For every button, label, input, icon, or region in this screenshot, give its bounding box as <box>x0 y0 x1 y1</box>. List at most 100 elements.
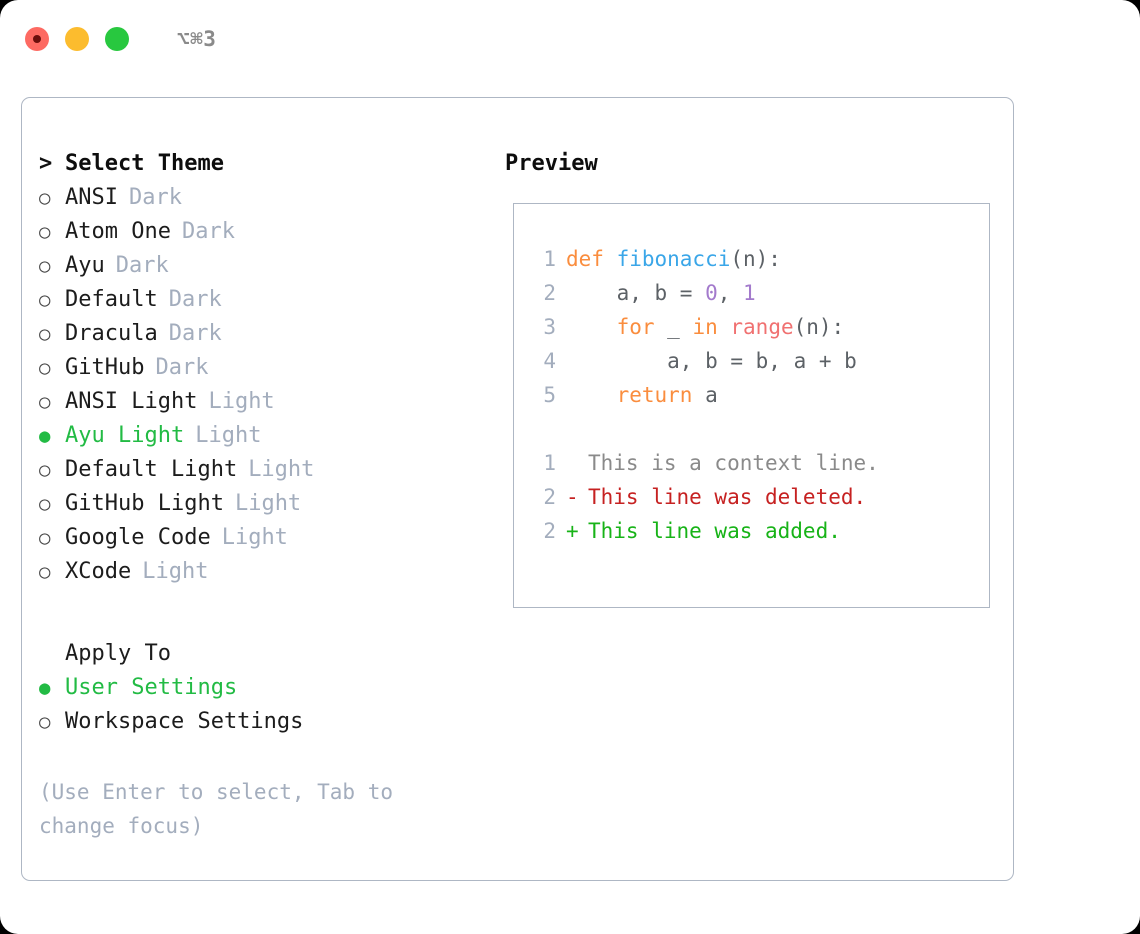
theme-variant-tag: Dark <box>181 219 235 244</box>
code-token: fibonacci <box>616 247 731 271</box>
theme-name-label: Google Code <box>65 525 211 550</box>
code-token: _ <box>667 315 693 339</box>
code-text: return a <box>556 378 718 412</box>
theme-variant-tag: Dark <box>115 253 169 278</box>
diff-text: +This line was added. <box>556 514 841 548</box>
diff-line-text: This line was added. <box>588 519 841 543</box>
preview-spacer <box>514 412 989 446</box>
code-token: a, b = <box>566 281 706 305</box>
theme-variant-tag: Light <box>234 491 302 516</box>
code-token: for <box>566 315 668 339</box>
apply-to-item[interactable]: ●User Settings <box>39 671 502 705</box>
diff-line: 2-This line was deleted. <box>514 480 989 514</box>
diff-sample: 1 This is a context line. 2-This line was … <box>514 446 989 548</box>
theme-list-item[interactable]: ○ Ayu Dark <box>39 249 502 283</box>
diff-line-text: This line was deleted. <box>588 485 867 509</box>
radio-unselected-icon[interactable]: ○ <box>39 493 51 515</box>
select-theme-title: Select Theme <box>65 151 224 176</box>
radio-unselected-icon[interactable]: ○ <box>39 527 51 549</box>
window-controls <box>25 27 129 51</box>
radio-unselected-icon[interactable]: ○ <box>39 289 51 311</box>
theme-variant-tag: Dark <box>128 185 182 210</box>
code-text: for _ in range(n): <box>556 310 845 344</box>
diff-line-text: This is a context line. <box>588 451 879 475</box>
radio-unselected-icon[interactable]: ○ <box>39 221 51 243</box>
title-bar: ⌥⌘3 <box>0 0 1140 78</box>
theme-name-label: GitHub <box>65 355 145 380</box>
close-window-button[interactable] <box>25 27 49 51</box>
theme-name-label: Ayu Light <box>65 423 185 448</box>
code-line: 2 a, b = 0, 1 <box>514 276 989 310</box>
code-token: (n): <box>730 247 781 271</box>
apply-to-item[interactable]: ○ Workspace Settings <box>39 705 502 739</box>
code-text: def fibonacci(n): <box>556 242 781 276</box>
radio-unselected-icon[interactable]: ○ <box>39 323 51 345</box>
line-number: 2 <box>543 281 556 305</box>
theme-name-label: Default Light <box>65 457 238 482</box>
theme-variant-tag: Dark <box>168 321 222 346</box>
theme-name-label: ANSI <box>65 185 118 210</box>
apply-to-header: ○ Apply To <box>39 637 502 671</box>
radio-selected-icon[interactable]: ● <box>39 677 51 699</box>
code-token: a, b = b, a + b <box>566 349 857 373</box>
diff-text: This is a context line. <box>556 446 879 480</box>
code-token: range <box>730 315 794 339</box>
code-token: 0 <box>705 281 718 305</box>
spacer-marker: ○ <box>39 637 65 671</box>
code-token: , <box>717 281 744 305</box>
theme-variant-tag: Light <box>221 525 288 550</box>
maximize-window-button[interactable] <box>105 27 129 51</box>
theme-variant-tag: Light <box>195 423 262 448</box>
theme-variant-tag: Light <box>248 457 315 482</box>
line-number: 2 <box>543 519 556 543</box>
minimize-window-button[interactable] <box>65 27 89 51</box>
diff-sign-marker: - <box>566 485 579 509</box>
radio-unselected-icon[interactable]: ○ <box>39 459 51 481</box>
theme-name-label: GitHub Light <box>65 491 224 516</box>
radio-selected-icon[interactable]: ● <box>39 425 51 447</box>
theme-variant-tag: Light <box>142 559 209 584</box>
theme-list-item[interactable]: ○ Default Light Light <box>39 453 502 487</box>
radio-unselected-icon[interactable]: ○ <box>39 391 51 413</box>
radio-unselected-icon[interactable]: ○ <box>39 357 51 379</box>
keyboard-hint-text: (Use Enter to select, Tab to change focu… <box>39 780 394 838</box>
code-token: (n): <box>793 315 845 339</box>
code-line: 5 return a <box>514 378 989 412</box>
theme-list-item[interactable]: ○ Google Code Light <box>39 521 502 555</box>
apply-to-list: ●User Settings ○ Workspace Settings <box>39 671 502 739</box>
prompt-caret-icon: > <box>39 151 53 176</box>
theme-list-item[interactable]: ● Ayu Light Light <box>39 419 502 453</box>
radio-unselected-icon[interactable]: ○ <box>39 711 51 733</box>
select-theme-header: > Select Theme <box>39 147 502 181</box>
code-token: a <box>705 383 718 407</box>
code-text: a, b = b, a + b <box>556 344 857 378</box>
line-number: 3 <box>543 315 556 339</box>
apply-to-label: Workspace Settings <box>65 709 304 734</box>
diff-line: 1 This is a context line. <box>514 446 989 480</box>
theme-name-label: Atom One <box>65 219 171 244</box>
theme-list-item[interactable]: ○ GitHub Light Light <box>39 487 502 521</box>
line-number: 1 <box>543 451 556 475</box>
radio-unselected-icon[interactable]: ○ <box>39 255 51 277</box>
preview-title: Preview <box>505 151 598 176</box>
theme-name-label: Ayu <box>65 253 105 278</box>
diff-line: 2+This line was added. <box>514 514 989 548</box>
radio-unselected-icon[interactable]: ○ <box>39 187 51 209</box>
radio-unselected-icon[interactable]: ○ <box>39 561 51 583</box>
code-text: a, b = 0, 1 <box>556 276 756 310</box>
apply-to-title: Apply To <box>65 641 171 666</box>
theme-list-item[interactable]: ○ Atom One Dark <box>39 215 502 249</box>
theme-name-label: ANSI Light <box>65 389 198 414</box>
line-number: 1 <box>543 247 556 271</box>
theme-list-item[interactable]: ○ ANSI Dark <box>39 181 502 215</box>
